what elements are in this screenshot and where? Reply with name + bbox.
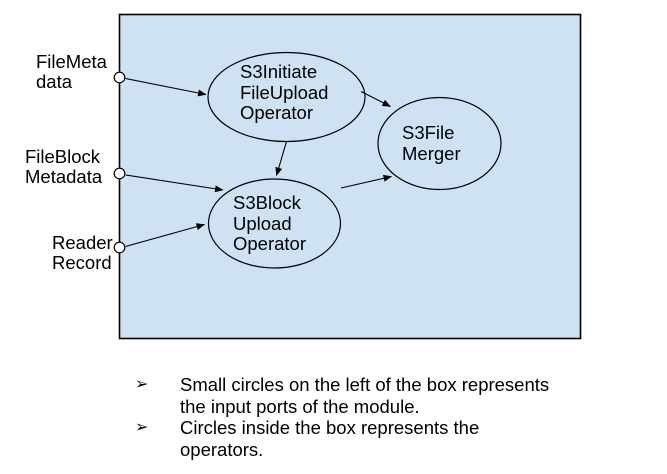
arrow-s3initiate-to-s3block: [275, 141, 288, 176]
input-label-readerrecord: Reader Record: [52, 232, 113, 273]
input-label-filemeta: FileMeta data: [36, 51, 107, 92]
input-label-fileblock: FileBlock Metadata: [25, 146, 103, 187]
operator-ellipse-s3filemerger: [377, 96, 502, 191]
note-text-operators: Circles inside the box represents the op…: [180, 417, 480, 460]
arrow-filemeta-to-s3initiate: [125, 77, 207, 97]
notes-list: ➢ Small circles on the left of the box r…: [135, 374, 605, 460]
input-port-filemeta: [113, 71, 126, 84]
bullet-arrow-icon: ➢: [135, 419, 149, 436]
input-port-readerrecord: [113, 241, 126, 254]
note-item: ➢ Circles inside the box represents the …: [135, 417, 605, 460]
arrow-fileblock-to-s3block: [125, 174, 224, 193]
note-item: ➢ Small circles on the left of the box r…: [135, 374, 605, 417]
arrow-s3block-to-s3filemerger: [340, 174, 392, 189]
arrow-s3initiate-to-s3filemerger: [360, 91, 391, 107]
operator-label-s3initiate: S3Initiate FileUpload Operator: [240, 61, 329, 123]
operator-ellipse-s3block: [207, 178, 342, 269]
bullet-arrow-icon: ➢: [135, 376, 149, 393]
note-text-input-ports: Small circles on the left of the box rep…: [180, 374, 550, 417]
input-port-fileblock: [113, 167, 126, 180]
operator-label-s3filemerger: S3File Merger: [402, 122, 461, 164]
operator-label-s3block: S3Block Upload Operator: [233, 192, 307, 254]
module-box: [118, 13, 582, 340]
arrow-readerrecord-to-s3block: [125, 223, 205, 248]
